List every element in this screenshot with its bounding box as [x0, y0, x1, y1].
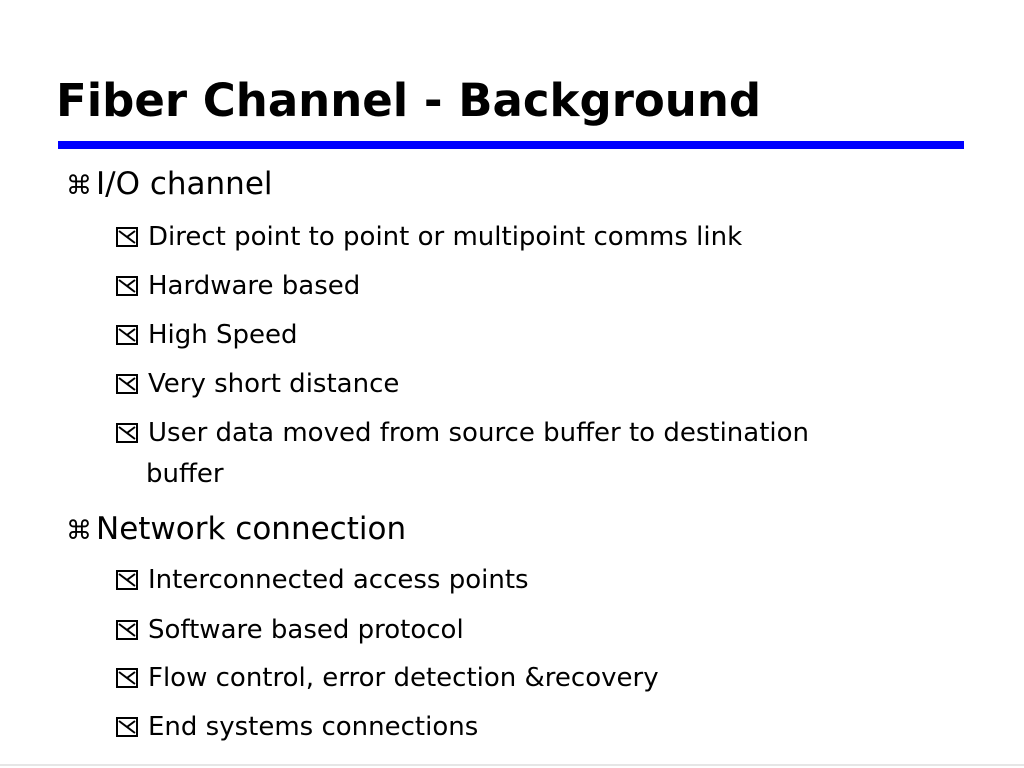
checkbox-icon — [116, 374, 138, 394]
subbullet-flow-control: Flow control, error detection &recovery — [116, 660, 659, 696]
checkbox-icon — [116, 276, 138, 296]
subbullet-label: Software based protocol — [148, 615, 464, 645]
slide-title: Fiber Channel - Background — [56, 74, 762, 127]
subbullet-software-protocol: Software based protocol — [116, 612, 464, 648]
subbullet-label: User data moved from source buffer to de… — [148, 418, 810, 448]
command-key-icon: ⌘ — [66, 171, 92, 201]
checkbox-icon — [116, 717, 138, 737]
checkbox-icon — [116, 227, 138, 247]
subbullet-direct-link: Direct point to point or multipoint comm… — [116, 219, 742, 255]
subbullet-label: Direct point to point or multipoint comm… — [148, 222, 743, 252]
checkbox-icon — [116, 668, 138, 688]
checkbox-icon — [116, 620, 138, 640]
subbullet-label: Very short distance — [148, 369, 400, 399]
bullet-label: Network connection — [96, 511, 407, 547]
title-underline — [58, 141, 964, 149]
subbullet-hardware-based: Hardware based — [116, 268, 360, 304]
subbullet-short-distance: Very short distance — [116, 366, 399, 402]
checkbox-icon — [116, 325, 138, 345]
subbullet-label: End systems connections — [148, 712, 479, 742]
command-key-icon: ⌘ — [66, 516, 92, 546]
subbullet-user-data-continuation: buffer — [146, 459, 224, 489]
checkbox-icon — [116, 570, 138, 590]
subbullet-label: High Speed — [148, 320, 298, 350]
subbullet-label: Interconnected access points — [148, 565, 529, 595]
bullet-network-connection: ⌘ Network connection — [66, 509, 406, 551]
bullet-label: I/O channel — [96, 166, 273, 202]
subbullet-label: Hardware based — [148, 271, 361, 301]
subbullet-label: Flow control, error detection &recovery — [148, 663, 659, 693]
subbullet-user-data: User data moved from source buffer to de… — [116, 415, 809, 451]
bottom-divider — [0, 764, 1024, 766]
bullet-io-channel: ⌘ I/O channel — [66, 164, 273, 206]
subbullet-high-speed: High Speed — [116, 317, 298, 353]
subbullet-access-points: Interconnected access points — [116, 562, 529, 598]
checkbox-icon — [116, 423, 138, 443]
subbullet-end-systems: End systems connections — [116, 709, 478, 745]
